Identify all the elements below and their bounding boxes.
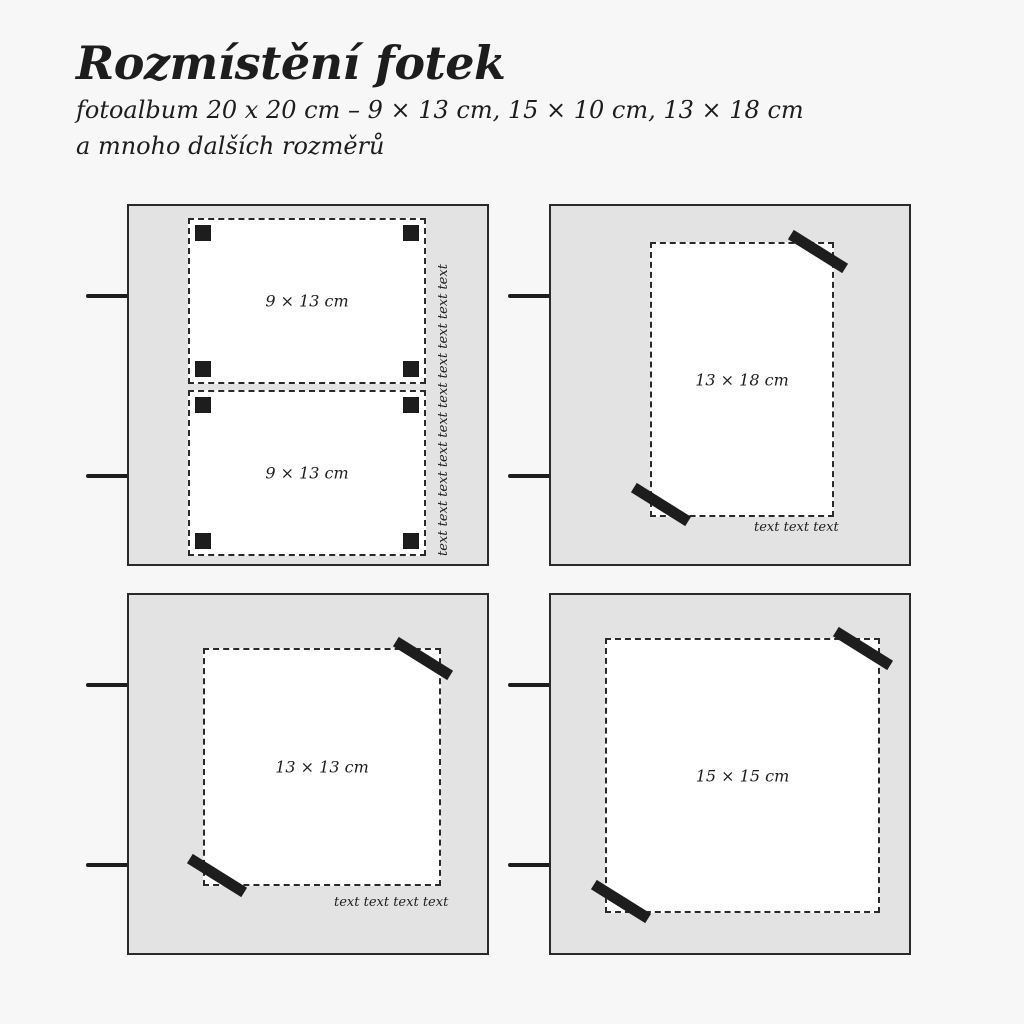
photo-caption: text text text text	[334, 895, 449, 910]
photo-size-label: 9 × 13 cm	[265, 291, 349, 311]
photo-corner-mount	[195, 225, 211, 241]
photo-caption: text text text	[754, 520, 839, 535]
photo-slot: 15 × 15 cm	[605, 638, 880, 913]
subtitle-line-1: fotoalbum 20 x 20 cm – 9 × 13 cm, 15 × 1…	[76, 96, 804, 124]
photo-slot: 13 × 13 cm	[203, 648, 441, 886]
album-page-2: 13 × 18 cm text text text	[549, 204, 911, 566]
photo-corner-mount	[403, 361, 419, 377]
photo-corner-mount	[403, 397, 419, 413]
album-page-1: 9 × 13 cm 9 × 13 cm text text text text …	[127, 204, 489, 566]
photo-corner-mount	[403, 533, 419, 549]
page-title: Rozmístění fotek	[76, 36, 506, 90]
photo-corner-mount	[403, 225, 419, 241]
photo-corner-mount	[195, 397, 211, 413]
album-page-3: 13 × 13 cm text text text text	[127, 593, 489, 955]
photo-slot: 9 × 13 cm	[188, 218, 426, 384]
photo-slot: 9 × 13 cm	[188, 390, 426, 556]
photo-size-label: 9 × 13 cm	[265, 463, 349, 483]
photo-caption: text text text text text text text text …	[436, 264, 451, 556]
subtitle-line-2: a mnoho dalších rozměrů	[76, 132, 385, 160]
photo-corner-mount	[195, 361, 211, 377]
photo-size-label: 15 × 15 cm	[695, 766, 790, 785]
page-subtitle: fotoalbum 20 x 20 cm – 9 × 13 cm, 15 × 1…	[76, 92, 804, 164]
photo-size-label: 13 × 13 cm	[275, 757, 369, 777]
photo-size-label: 13 × 18 cm	[695, 370, 789, 389]
photo-corner-mount	[195, 533, 211, 549]
photo-slot: 13 × 18 cm	[650, 242, 834, 517]
album-page-4: 15 × 15 cm	[549, 593, 911, 955]
